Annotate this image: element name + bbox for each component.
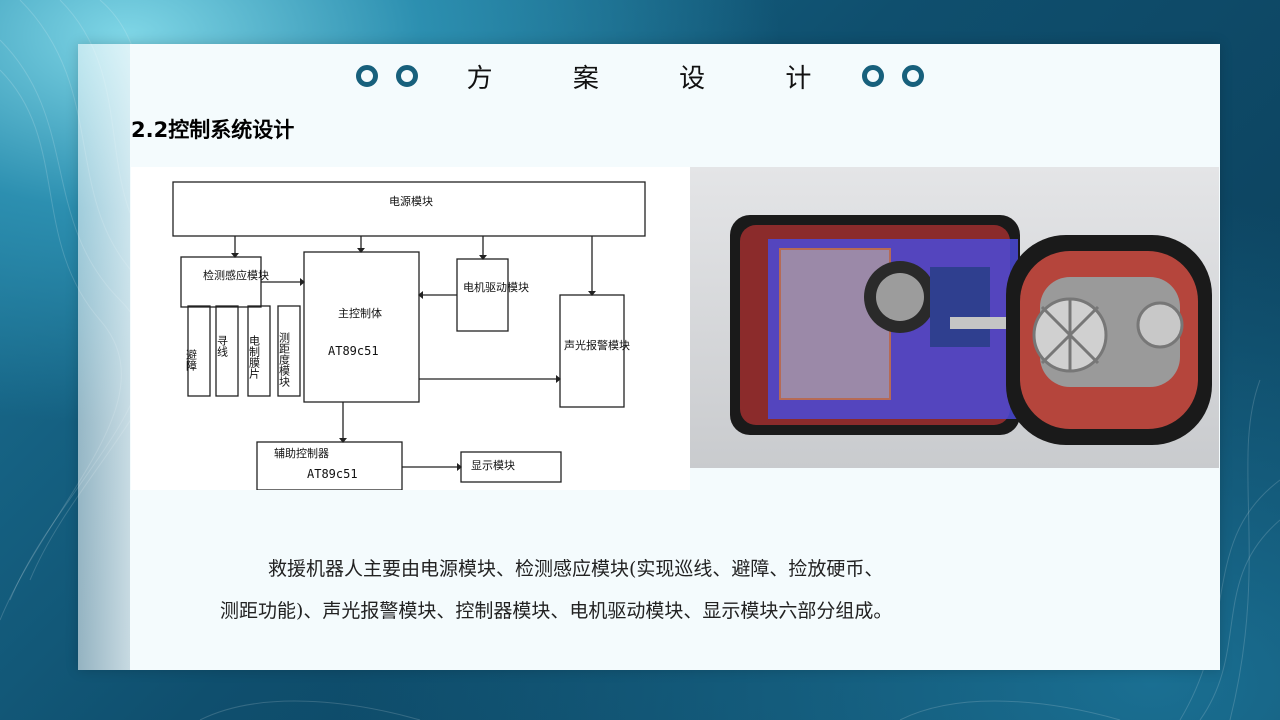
main-ctrl-label: 主控制体 <box>338 306 382 320</box>
circle-bullet-icon <box>395 65 418 87</box>
sensing-block <box>180 256 262 308</box>
block-diagram-svg: 电源模块 检测感应模块 主控制体 AT89c51 电机驱动模块 声光报警模块 辅… <box>172 181 646 491</box>
main-ctrl-block <box>303 251 420 403</box>
sub-label: 电制膜片 <box>248 335 261 380</box>
title-row: 方 案 设 计 <box>0 58 1280 94</box>
circle-bullet-icon <box>862 65 885 87</box>
sub-block <box>247 305 271 397</box>
power-label: 电源模块 <box>389 194 433 208</box>
sub-block <box>215 305 239 397</box>
power-block <box>172 181 646 237</box>
description: 救援机器人主要由电源模块、检测感应模块(实现巡线、避障、捡放硬币、 测距功能)、… <box>150 548 1130 632</box>
alarm-label: 声光报警模块 <box>564 338 630 352</box>
description-line: 测距功能)、声光报警模块、控制器模块、电机驱动模块、显示模块六部分组成。 <box>220 600 893 622</box>
section-heading: 2.2控制系统设计 <box>131 118 295 142</box>
sensing-label: 检测感应模块 <box>203 268 269 282</box>
aux-chip-label: AT89c51 <box>307 467 358 481</box>
block-diagram: 电源模块 检测感应模块 主控制体 AT89c51 电机驱动模块 声光报警模块 辅… <box>131 167 690 491</box>
display-label: 显示模块 <box>471 459 515 472</box>
description-line: 救援机器人主要由电源模块、检测感应模块(实现巡线、避障、捡放硬币、 <box>268 558 884 580</box>
robot-model-svg <box>690 167 1219 468</box>
sub-block <box>187 305 211 397</box>
sub-label: 测距度模块 <box>278 332 291 388</box>
motor-label: 电机驱动模块 <box>463 280 529 294</box>
robot-model-image <box>690 167 1219 468</box>
slide-title: 方 案 设 计 <box>466 63 848 94</box>
sub-label: 避障 <box>185 348 198 371</box>
circle-bullet-icon <box>902 65 925 87</box>
main-chip-label: AT89c51 <box>328 344 379 358</box>
aux-ctrl-label: 辅助控制器 <box>274 446 329 460</box>
motor-block <box>456 258 509 332</box>
sub-label: 寻线 <box>216 335 229 357</box>
sub-block <box>277 305 301 397</box>
circle-bullet-icon <box>355 65 378 87</box>
